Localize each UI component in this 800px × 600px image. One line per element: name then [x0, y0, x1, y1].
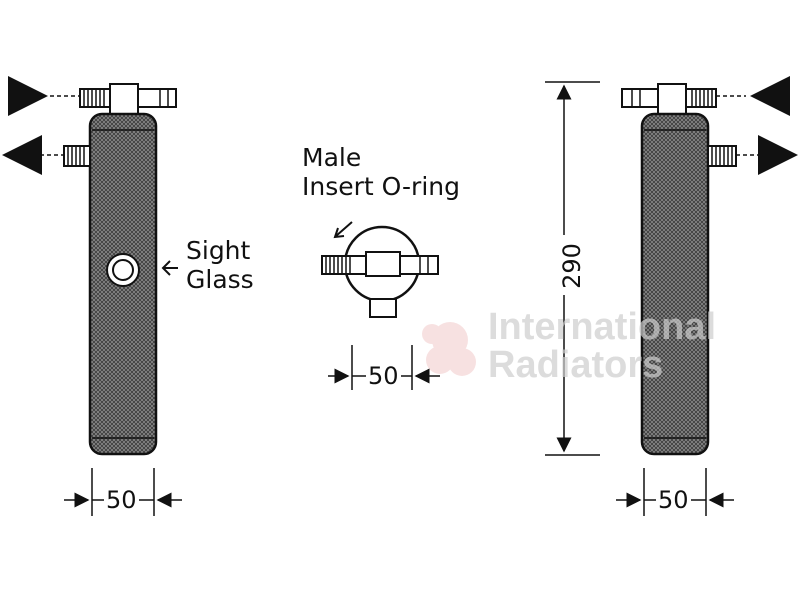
left-width-dimension: 50 — [104, 486, 139, 514]
top-view-fitting-left — [321, 255, 367, 275]
top-view-fitting-bottom — [369, 298, 397, 318]
male-insert-oring-label-line-1: Male — [302, 143, 362, 172]
center-width-dimension: 50 — [366, 362, 401, 390]
male-insert-oring-label-line-2: Insert O-ring — [302, 172, 460, 201]
right-side-fitting — [707, 145, 737, 167]
oring-pointer-icon — [333, 221, 353, 239]
right-top-block — [657, 83, 687, 115]
watermark-text: International Radiators — [488, 308, 716, 384]
right-width-dimension: 50 — [656, 486, 691, 514]
right-drier-body — [640, 112, 710, 456]
sight-glass-label: Sight Glass — [186, 236, 254, 294]
watermark-logo — [422, 322, 476, 376]
top-view-center-block — [365, 251, 401, 277]
center-top-view — [321, 221, 440, 390]
watermark-line-2: Radiators — [488, 344, 664, 386]
height-dimension-value: 290 — [557, 241, 586, 291]
sight-glass-label-line-2: Glass — [186, 265, 254, 294]
right-drier — [616, 76, 798, 516]
watermark-line-1: International — [488, 306, 717, 348]
male-insert-oring-label: Male Insert O-ring — [302, 143, 460, 201]
left-drier — [2, 76, 182, 516]
sight-glass-pointer-icon — [161, 260, 178, 276]
left-top-fitting-right — [137, 88, 177, 108]
left-top-block — [109, 83, 139, 115]
sight-glass-label-line-1: Sight — [186, 236, 251, 265]
height-dimension — [545, 81, 600, 456]
top-view-fitting-right — [399, 255, 439, 275]
